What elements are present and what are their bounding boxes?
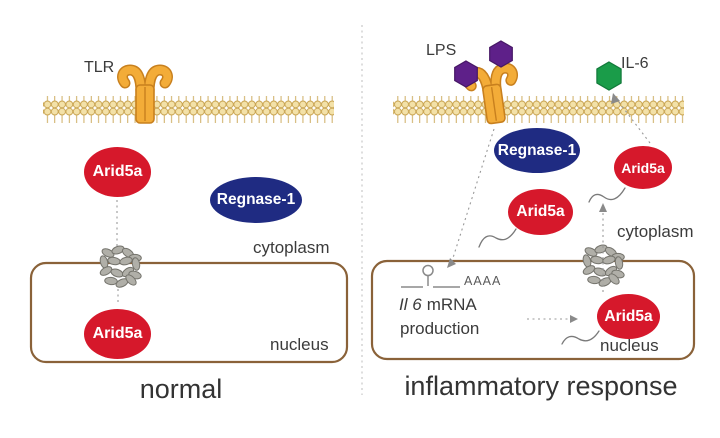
il6-hexagon-icon (596, 61, 622, 91)
nucleus-label-right: nucleus (600, 336, 659, 355)
production-label: production (400, 319, 480, 338)
nucleus-label-left: nucleus (270, 335, 329, 354)
arid5a-oval-right-nucleus: Arid5a (597, 294, 660, 339)
regnase1-oval-right: Regnase-1 (494, 128, 580, 173)
lps-hexagon-icon (489, 40, 513, 68)
arrowhead-icon (447, 258, 456, 268)
mrna-squiggle (478, 228, 517, 248)
tlr-label: TLR (84, 59, 115, 76)
arid5a-oval-left-nucleus: Arid5a (84, 309, 151, 359)
mrna-hairpin-icon (401, 264, 460, 288)
polya-tail-label: AAAA (464, 274, 502, 288)
arid5a-text: Arid5a (92, 325, 143, 342)
lps-label: LPS (426, 42, 457, 59)
cytoplasm-label-left: cytoplasm (253, 238, 330, 257)
il6-label: IL-6 (621, 55, 649, 72)
mrna-squiggle (588, 187, 626, 203)
mrna-squiggle (561, 330, 600, 345)
regnase1-oval-left: Regnase-1 (210, 177, 302, 223)
signal-tlr-to-il6-mrna (451, 128, 495, 262)
arrowhead-icon (611, 93, 620, 104)
panel-caption-normal: normal (139, 374, 223, 404)
arid5a-text: Arid5a (604, 307, 653, 325)
arid5a-oval-right-cytoplasm: Arid5a (508, 189, 573, 235)
mrna-suffix: mRNA (426, 295, 477, 314)
regnase1-text: Regnase-1 (216, 191, 296, 208)
arid5a-text: Arid5a (621, 159, 665, 176)
arid5a-oval-left-cytoplasm: Arid5a (84, 147, 151, 197)
il6-gene-name: Il 6 (399, 295, 422, 314)
arid5a-text: Arid5a (516, 203, 565, 220)
cytoplasm-label-right: cytoplasm (617, 222, 694, 241)
signal-il6-secretion (614, 96, 651, 144)
cell-membrane-left (43, 96, 334, 123)
arrowhead-icon (570, 315, 578, 323)
panel-caption-inflammatory: inflammatory response (404, 371, 678, 401)
cell-membrane-right (393, 96, 684, 123)
lps-hexagon-icon (454, 60, 478, 88)
arrowhead-icon (599, 203, 607, 212)
arid5a-text: Arid5a (92, 163, 143, 180)
arid5a-oval-right-membrane: Arid5a (614, 146, 672, 189)
regnase1-text: Regnase-1 (497, 141, 577, 159)
